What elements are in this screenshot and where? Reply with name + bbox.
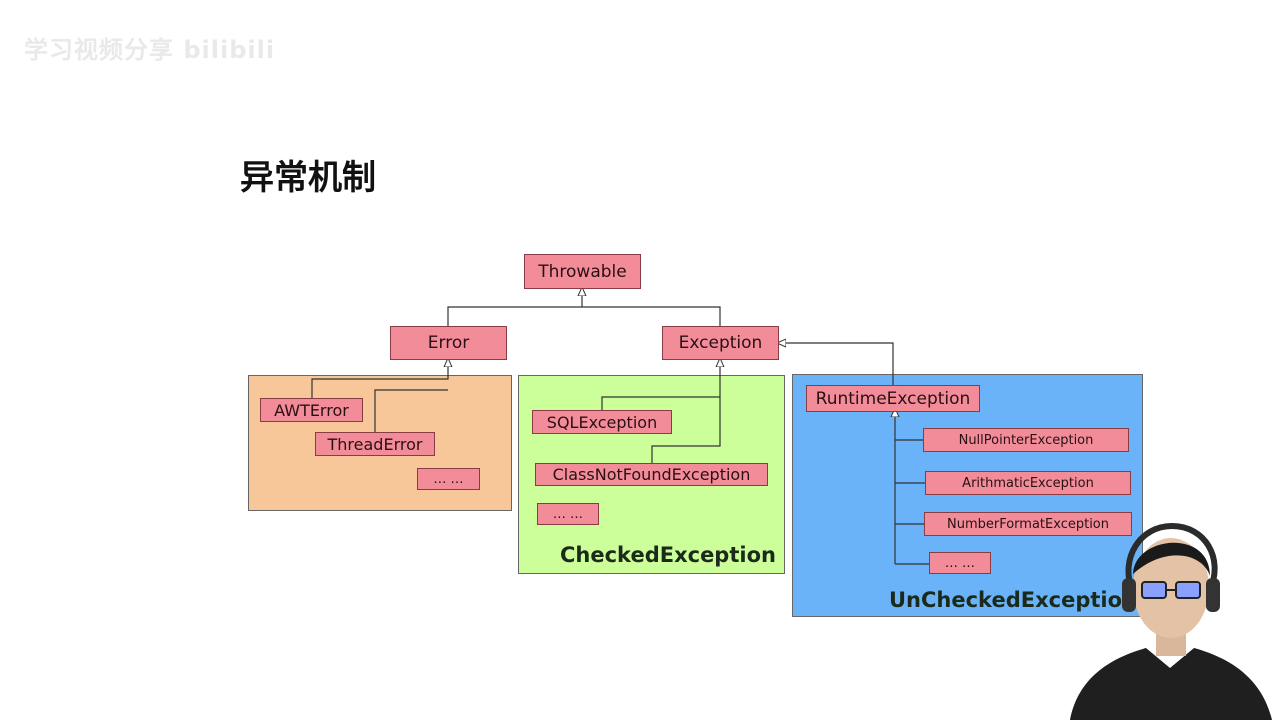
connector-awterror-error xyxy=(311,362,448,398)
connector-sqlexception-exception xyxy=(601,362,720,410)
node-sqlexception: SQLException xyxy=(532,410,672,434)
presenter-webcam xyxy=(1070,522,1272,720)
unchecked-exception-label: UnCheckedException xyxy=(889,588,1137,612)
node-arithmaticexception: ArithmaticException xyxy=(925,471,1131,495)
node-throwable: Throwable xyxy=(524,254,641,289)
page-title: 异常机制 xyxy=(240,158,376,198)
connector-classnotfound-exception xyxy=(651,397,721,463)
connector-exception-throwable xyxy=(582,306,721,326)
node-runtimeexception: RuntimeException xyxy=(806,385,980,412)
node-exception: Exception xyxy=(662,326,779,360)
node-error-more: … … xyxy=(417,468,480,490)
node-nullpointerexception: NullPointerException xyxy=(923,428,1129,452)
checked-exception-label: CheckedException xyxy=(560,543,776,567)
node-numberformatexception: NumberFormatException xyxy=(924,512,1132,536)
node-unchecked-more: … … xyxy=(929,552,991,574)
node-error: Error xyxy=(390,326,507,360)
video-watermark: 学习视频分享 bilibili xyxy=(24,36,276,64)
node-classnotfoundexception: ClassNotFoundException xyxy=(535,463,768,486)
connector-threaderror-error xyxy=(374,389,448,432)
node-checked-more: … … xyxy=(537,503,599,525)
node-threaderror: ThreadError xyxy=(315,432,435,456)
connector-runtime-exception xyxy=(781,343,894,386)
node-awterror: AWTError xyxy=(260,398,363,422)
connector-error-throwable xyxy=(447,291,582,326)
unchecked-exception-group-box xyxy=(792,374,1143,617)
